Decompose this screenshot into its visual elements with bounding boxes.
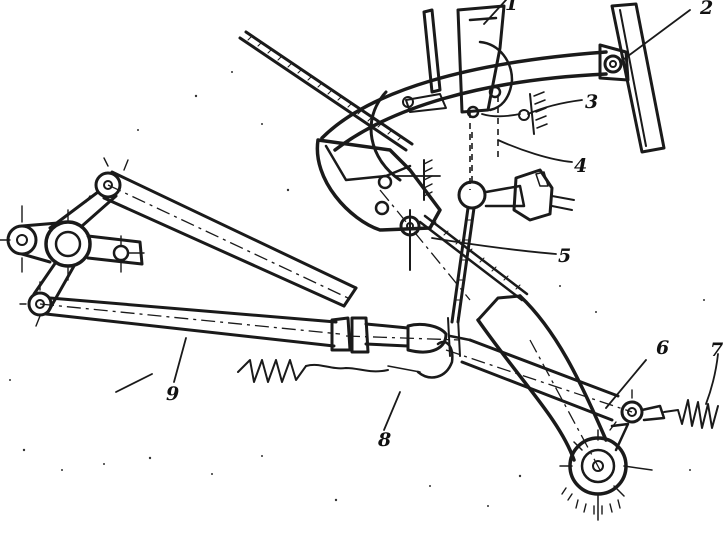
callout-4: 4 [574,155,587,177]
callout-3: 3 [585,91,598,113]
spring-3 [481,91,548,135]
callout-6: 6 [656,337,669,359]
callout-2: 2 [699,0,713,19]
ball-joint [457,132,575,222]
spring-anchor-joint [609,389,666,452]
main-pivot [559,429,653,521]
leader-lines [115,0,719,431]
upper-arm [102,170,358,308]
scan-specks [9,71,705,507]
callout-5: 5 [558,245,571,267]
bracket-body [402,4,514,190]
spring-8 [237,340,454,383]
connecting-rod-5 [450,206,476,324]
center-lever-bracket [315,138,442,271]
callout-7: 7 [710,339,723,361]
spring-7 [663,399,719,429]
pedal-assembly [598,2,666,154]
upper-diagonal-rod [238,30,414,152]
pull-rod-9 [39,296,472,357]
callout-9: 9 [166,383,179,405]
callout-1: 1 [505,0,518,15]
callout-8: 8 [377,429,391,451]
lower-diagonal-rod [379,189,529,302]
lever-6 [445,294,633,471]
callout-labels: 1 2 3 4 5 6 7 8 9 [166,0,723,451]
left-rocker [0,157,145,327]
